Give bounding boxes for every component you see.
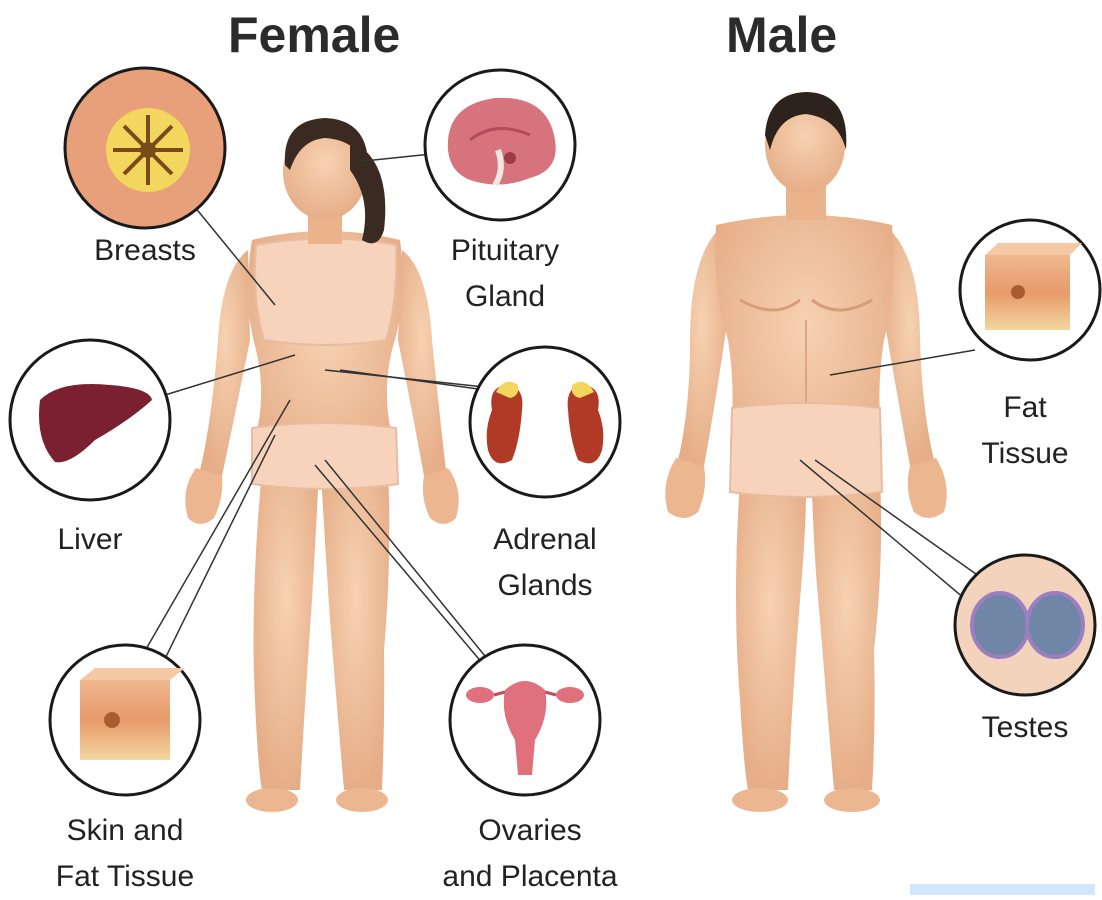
label-testes-text: Testes (982, 711, 1069, 744)
label-breasts: Breasts (70, 228, 220, 274)
label-fat-line1: Fat (960, 385, 1090, 431)
female-figure (185, 118, 458, 812)
label-fat-tissue: Fat Tissue (960, 385, 1090, 477)
brain-icon (425, 70, 575, 220)
breast-tissue-icon (65, 68, 225, 228)
label-skin-fat-tissue: Skin and Fat Tissue (25, 808, 225, 900)
label-ovaries-line1: Ovaries (410, 808, 650, 854)
label-fat-line2: Tissue (960, 431, 1090, 477)
label-adrenal-line1: Adrenal (465, 517, 625, 563)
label-ovaries-placenta: Ovaries and Placenta (410, 808, 650, 900)
label-adrenal-glands: Adrenal Glands (465, 517, 625, 609)
label-skin-line1: Skin and (25, 808, 225, 854)
liver-icon (10, 340, 170, 500)
label-pituitary-line1: Pituitary (420, 228, 590, 274)
corner-strip (910, 884, 1095, 895)
label-adrenal-line2: Glands (465, 563, 625, 609)
label-liver-text: Liver (57, 523, 122, 556)
label-ovaries-line2: and Placenta (410, 854, 650, 900)
label-liver: Liver (30, 517, 150, 563)
fat-tissue-icon (960, 220, 1100, 360)
testes-icon (955, 555, 1095, 695)
male-figure (665, 92, 946, 812)
label-skin-line2: Fat Tissue (25, 854, 225, 900)
adrenal-glands-icon (470, 347, 620, 497)
uterus-ovaries-icon (450, 645, 600, 795)
label-pituitary-line2: Gland (420, 274, 590, 320)
label-breasts-text: Breasts (94, 234, 196, 267)
skin-tissue-icon (50, 645, 200, 795)
label-pituitary-gland: Pituitary Gland (420, 228, 590, 320)
label-testes: Testes (955, 705, 1095, 751)
